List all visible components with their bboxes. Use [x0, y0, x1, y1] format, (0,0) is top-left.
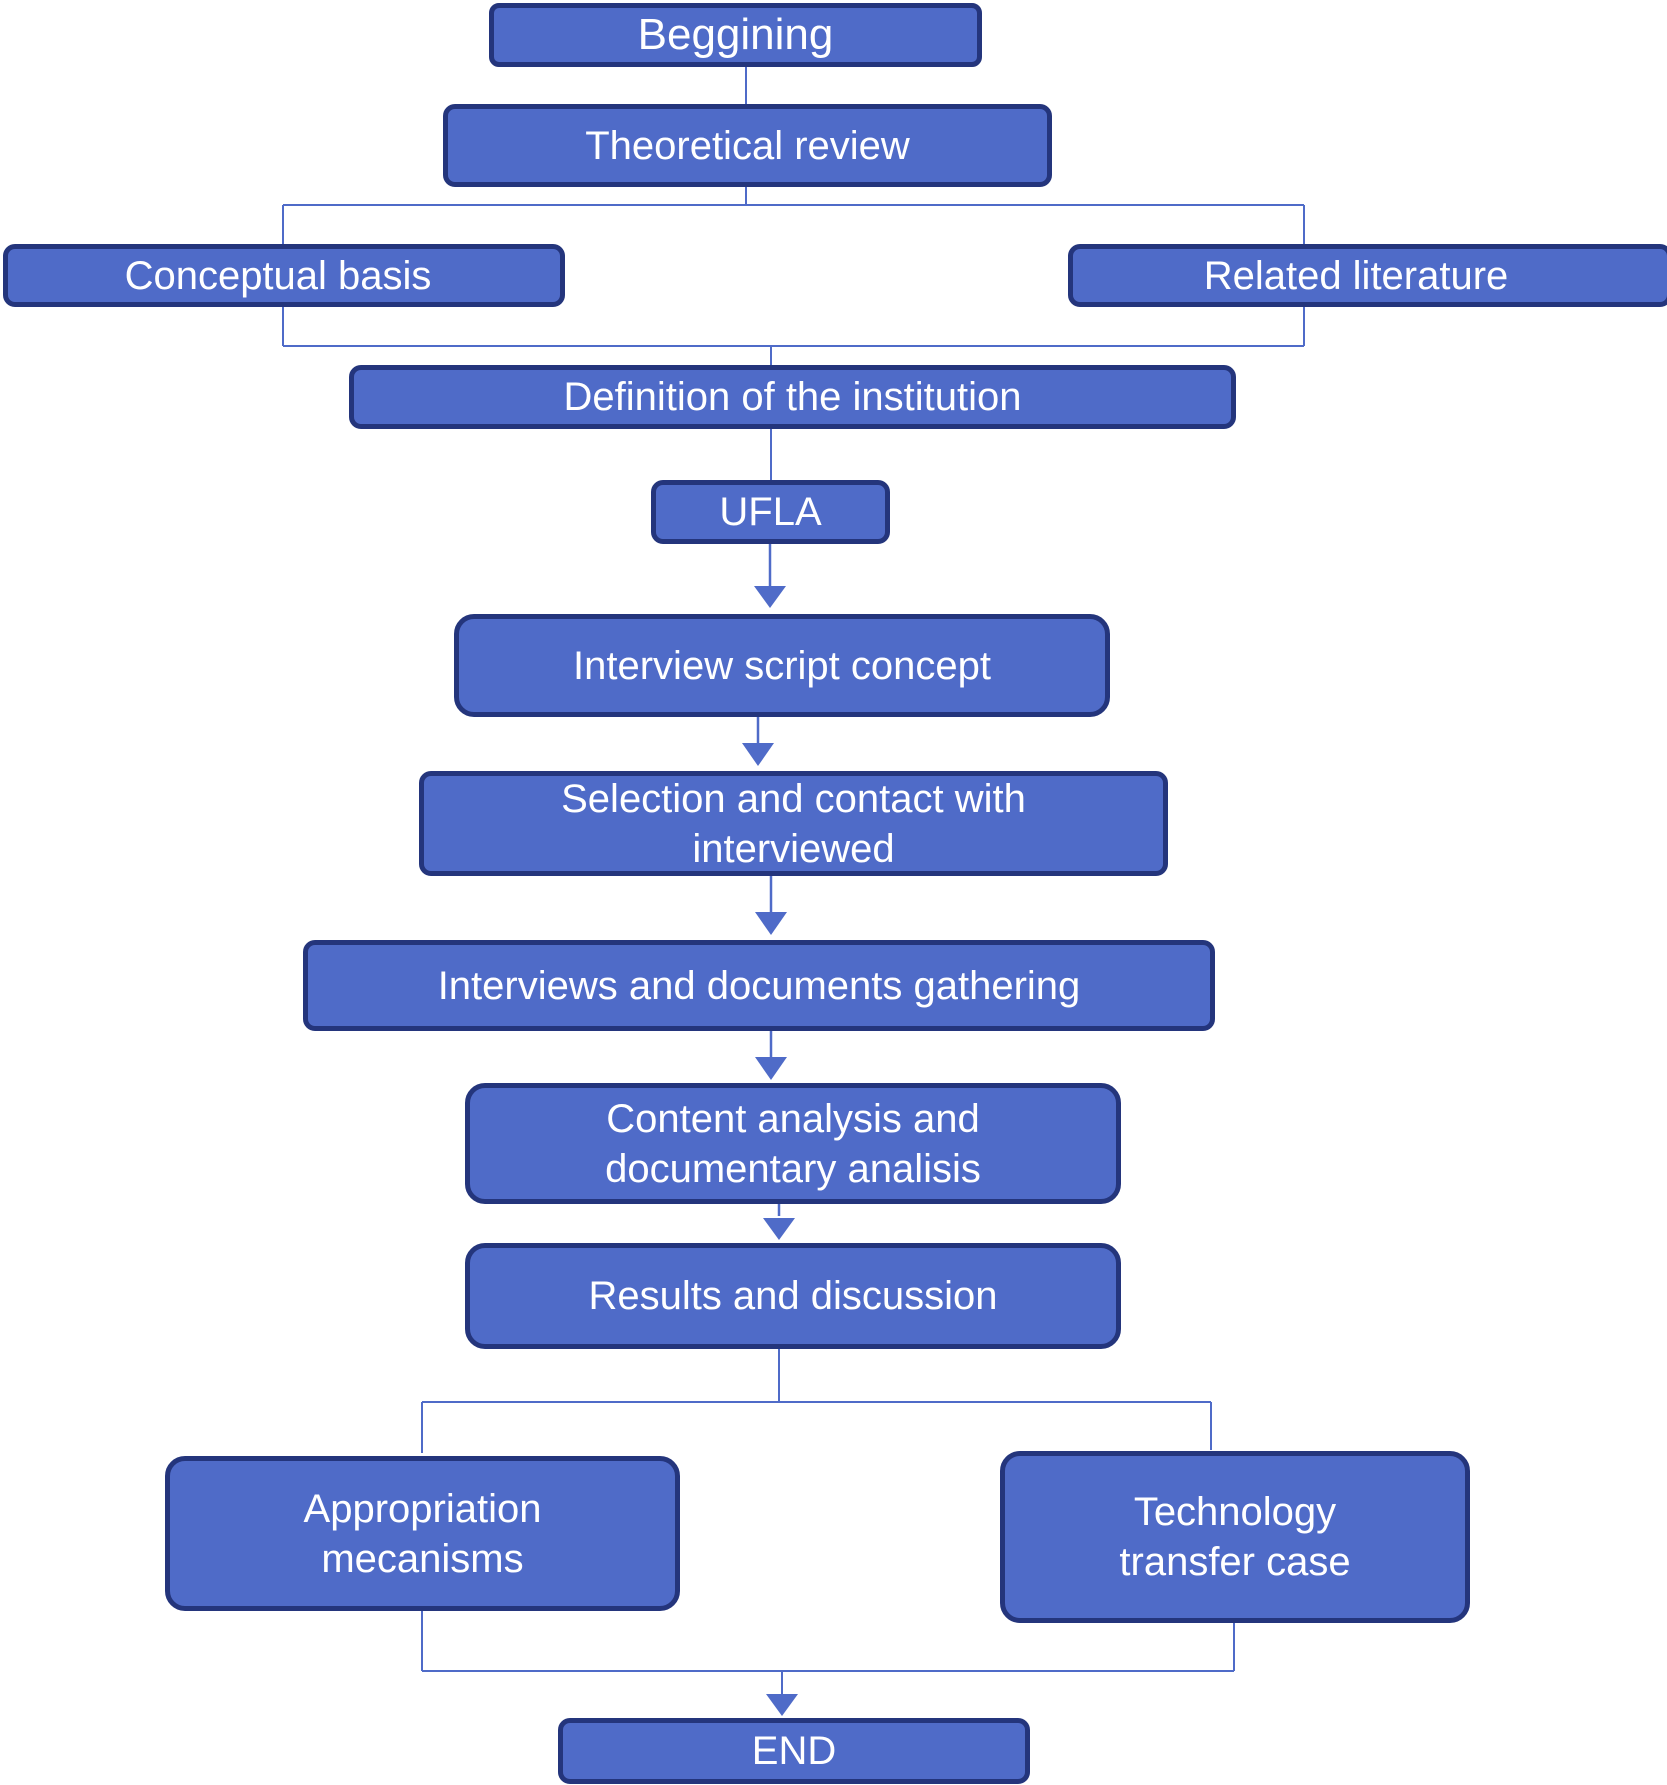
node-definition-institution: Definition of the institution — [349, 365, 1236, 429]
arrowhead-ufla-script — [754, 586, 786, 608]
arrowhead-interviews-content — [755, 1057, 787, 1080]
node-theoretical-review: Theoretical review — [443, 104, 1052, 187]
node-ufla: UFLA — [651, 480, 890, 544]
arrowhead-selection-interviews — [755, 912, 787, 935]
node-beginning: Beggining — [489, 3, 982, 67]
node-appropriation-mechanisms: Appropriation mecanisms — [165, 1456, 680, 1611]
node-end: END — [558, 1718, 1030, 1784]
node-selection-contact: Selection and contact with interviewed — [419, 771, 1168, 876]
arrowhead-content-results — [763, 1218, 795, 1240]
arrowhead-merge-end — [766, 1694, 798, 1716]
node-related-literature: Related literature — [1068, 244, 1667, 307]
node-conceptual-basis: Conceptual basis — [3, 244, 565, 307]
node-results-discussion: Results and discussion — [465, 1243, 1121, 1349]
node-technology-transfer: Technology transfer case — [1000, 1451, 1470, 1623]
node-interviews-gathering: Interviews and documents gathering — [303, 940, 1215, 1031]
node-interview-script: Interview script concept — [454, 614, 1110, 717]
arrowhead-script-selection — [742, 743, 774, 766]
node-content-analysis: Content analysis and documentary analisi… — [465, 1083, 1121, 1204]
